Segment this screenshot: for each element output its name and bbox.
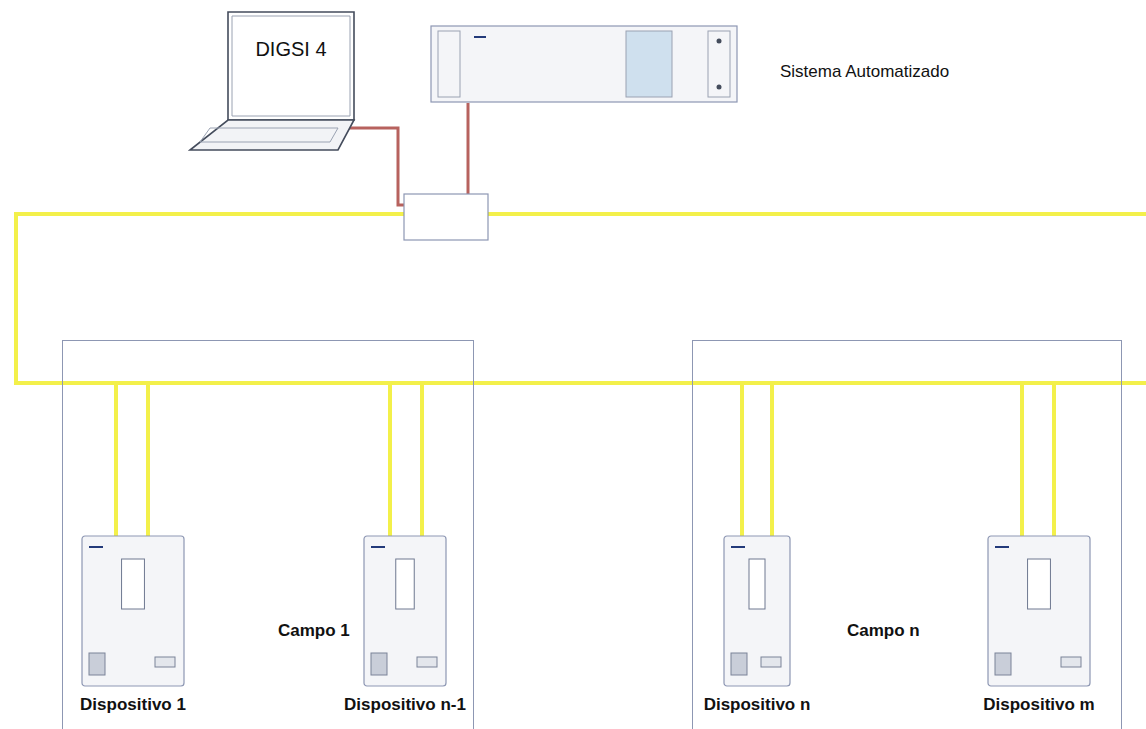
node-label: DIGSI 4 bbox=[255, 38, 326, 61]
field-bay: Campo 1 Dispositivo 1 Dispositivo n-1 bbox=[62, 340, 474, 729]
text-holder: Dispositivo n-1 bbox=[344, 695, 466, 715]
device-label: Dispositivo n-1 bbox=[344, 695, 466, 715]
relay-drawing bbox=[987, 535, 1091, 687]
fiber-bus bbox=[488, 212, 1146, 216]
laptop-drawing bbox=[188, 8, 360, 156]
bay-label: Campo 1 bbox=[278, 621, 350, 641]
device-label: Dispositivo n bbox=[704, 695, 811, 715]
protection-relay: Dispositivo n bbox=[701, 535, 814, 717]
text-holder: Sistema Automatizado bbox=[780, 62, 949, 82]
relay-drawing bbox=[723, 535, 791, 687]
device-label: Dispositivo m bbox=[983, 695, 1094, 715]
automation-system: Sistema Automatizado bbox=[430, 25, 955, 103]
network-switch bbox=[404, 194, 488, 240]
patch-cable bbox=[338, 128, 404, 205]
field-bay: Campo n Dispositivo n Dispositivo m bbox=[692, 340, 1122, 729]
bay-label: Campo n bbox=[847, 621, 920, 641]
fiber-bus bbox=[16, 214, 1146, 383]
relay-drawing bbox=[81, 535, 185, 687]
text-holder: DIGSI 4 bbox=[255, 38, 326, 61]
text-holder: Campo 1 bbox=[278, 621, 350, 641]
text-holder: Dispositivo m bbox=[983, 695, 1094, 715]
device-label: Dispositivo 1 bbox=[80, 695, 186, 715]
node-label: Sistema Automatizado bbox=[780, 62, 949, 82]
laptop-computer: DIGSI 4 bbox=[188, 8, 360, 156]
patch-cable bbox=[467, 103, 470, 194]
text-holder: Campo n bbox=[847, 621, 920, 641]
protection-relay: Dispositivo n-1 bbox=[341, 535, 469, 717]
rack-drawing bbox=[430, 25, 738, 103]
relay-drawing bbox=[363, 535, 447, 687]
bus-drops bbox=[116, 383, 1054, 536]
text-holder: Dispositivo 1 bbox=[80, 695, 186, 715]
protection-relay: Dispositivo 1 bbox=[77, 535, 189, 717]
text-holder: Dispositivo n bbox=[704, 695, 811, 715]
protection-relay: Dispositivo m bbox=[980, 535, 1097, 717]
